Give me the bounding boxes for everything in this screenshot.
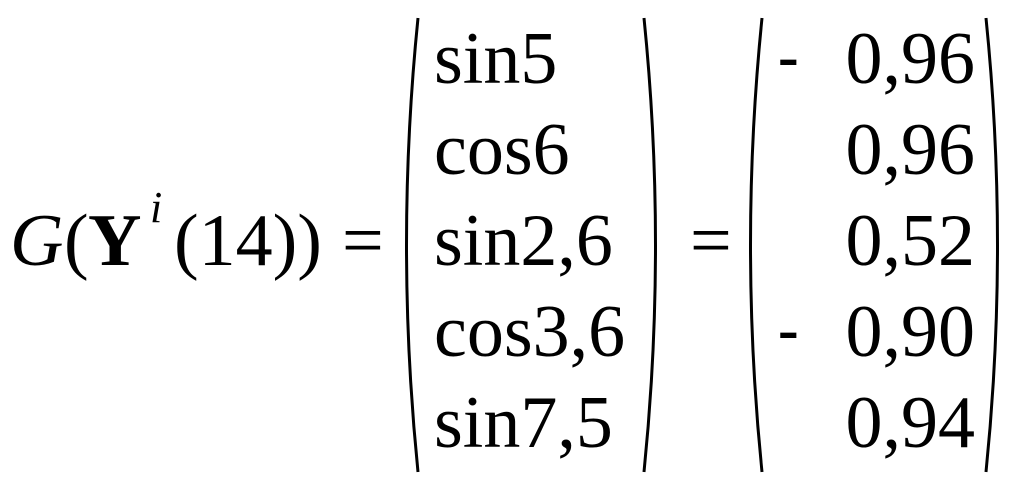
middle-right-paren [642, 17, 657, 473]
equals-sign-2: = [690, 200, 732, 282]
middle-vector-entry: sin5 [434, 18, 558, 100]
result-sign: - [778, 296, 799, 364]
middle-vector-entry: sin7,5 [434, 382, 613, 464]
middle-left-paren [405, 17, 420, 473]
result-value: 0,96 [845, 109, 976, 191]
middle-vector-entry: cos3,6 [434, 291, 626, 373]
vector-variable: Y [88, 200, 142, 282]
result-value: 0,52 [845, 200, 976, 282]
result-left-paren [749, 17, 764, 473]
function-name: G [10, 200, 64, 282]
result-value: 0,90 [845, 291, 976, 373]
function-argument: (14)) [174, 200, 322, 282]
result-sign: - [778, 23, 799, 91]
result-value: 0,96 [845, 18, 976, 100]
middle-vector-entry: cos6 [434, 109, 570, 191]
function-open-paren: ( [64, 200, 89, 282]
middle-vector-entry: sin2,6 [434, 200, 613, 282]
result-value: 0,94 [845, 382, 976, 464]
equals-sign-1: = [342, 200, 384, 282]
result-right-paren [984, 17, 999, 473]
superscript-index: i [150, 183, 163, 232]
